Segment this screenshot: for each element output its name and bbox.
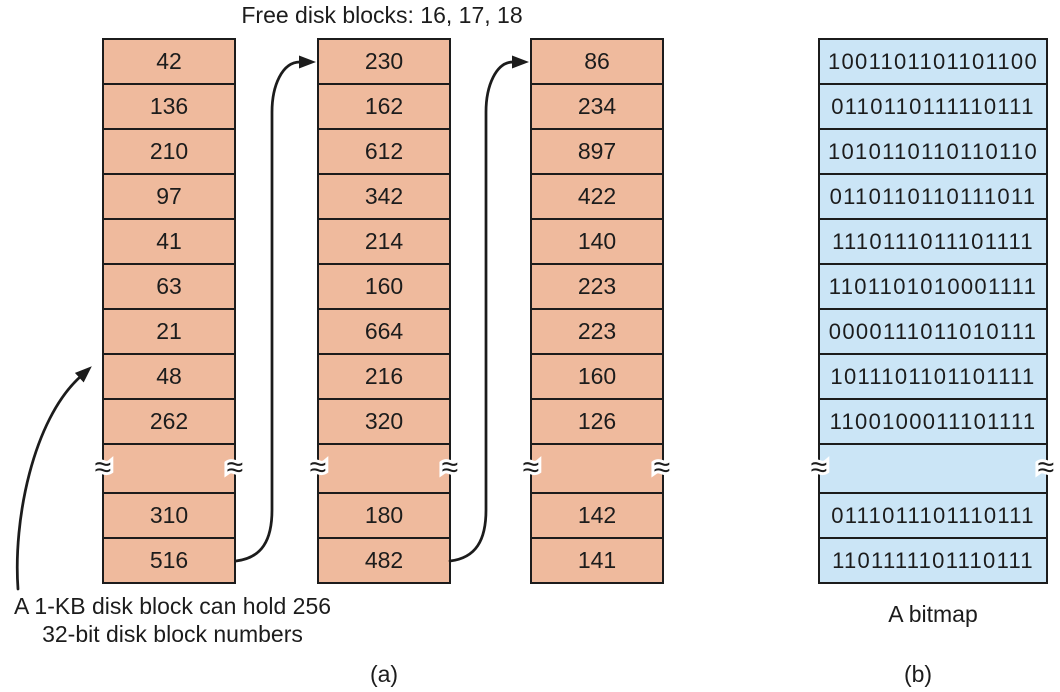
block-entry: 422: [532, 175, 662, 220]
block-entry: 310: [104, 494, 234, 539]
block-entry: 48: [104, 355, 234, 400]
linked-list-block-3: 86 234 897 422 140 223 223 160 126 142 1…: [530, 38, 664, 584]
block-entry: 223: [532, 310, 662, 355]
caption-line-1: A 1-KB disk block can hold 256: [13, 593, 332, 619]
block-entry: 142: [532, 494, 662, 539]
block-entry: 214: [319, 220, 449, 265]
linked-list-caption: A 1-KB disk block can hold 256 32-bit di…: [0, 592, 345, 648]
figure-title: Free disk blocks: 16, 17, 18: [241, 2, 523, 28]
linked-list-block-2: 230 162 612 342 214 160 664 216 320 180 …: [317, 38, 451, 584]
block-entry: 21: [104, 310, 234, 355]
block-entry: 210: [104, 130, 234, 175]
block-entry: 223: [532, 265, 662, 310]
break-cell: [319, 445, 449, 494]
block-entry: 97: [104, 175, 234, 220]
block-entry: 86: [532, 40, 662, 85]
bitmap-row: 0000111011010111: [820, 310, 1046, 355]
block-entry: 482: [364, 547, 404, 573]
block-entry: 160: [319, 265, 449, 310]
bitmap-row: 1010110110110110: [820, 130, 1046, 175]
block-entry: 162: [319, 85, 449, 130]
bitmap-caption: A bitmap: [888, 601, 978, 627]
bitmap-row: 1101101010001111: [820, 265, 1046, 310]
block-entry: 63: [104, 265, 234, 310]
block-entry: 342: [319, 175, 449, 220]
block-entry: 612: [319, 130, 449, 175]
block-entry: 320: [319, 400, 449, 445]
bitmap-row: 1101111101110111: [832, 547, 1034, 573]
block-entry: 136: [104, 85, 234, 130]
block-entry: 140: [532, 220, 662, 265]
block-entry: 234: [532, 85, 662, 130]
bitmap-row: 1100100011101111: [820, 400, 1046, 445]
pointer-arrow-to-entry: [15, 366, 92, 591]
block-entry: 141: [577, 547, 617, 573]
block-entry: 516: [149, 547, 189, 573]
break-cell: [104, 445, 234, 494]
block-entry: 897: [532, 130, 662, 175]
block-entry: 160: [532, 355, 662, 400]
bitmap-row: 1011101101101111: [820, 355, 1046, 400]
block-entry: 230: [319, 40, 449, 85]
caption-line-2: 32-bit disk block numbers: [42, 621, 303, 647]
bitmap-block: 1001101101101100 0110110111110111 101011…: [818, 38, 1048, 584]
panel-label-b: (b): [903, 661, 933, 687]
block-entry: 262: [104, 400, 234, 445]
break-cell: [532, 445, 662, 494]
panel-label-a: (a): [369, 661, 399, 687]
block-entry: 42: [104, 40, 234, 85]
bitmap-row: 0110110110111011: [820, 175, 1046, 220]
bitmap-row: 1110111011101111: [820, 220, 1046, 265]
next-block-arrow-1: [234, 55, 316, 563]
linked-list-block-1: 42 136 210 97 41 63 21 48 262 310 516: [102, 38, 236, 584]
block-entry: 41: [104, 220, 234, 265]
next-block-arrow-2: [448, 55, 529, 563]
block-entry: 664: [319, 310, 449, 355]
bitmap-row: 0110110111110111: [820, 85, 1046, 130]
bitmap-row: 1001101101101100: [820, 40, 1046, 85]
block-entry: 180: [319, 494, 449, 539]
break-cell: [820, 445, 1046, 494]
bitmap-row: 0111011101110111: [820, 494, 1046, 539]
block-entry: 216: [319, 355, 449, 400]
block-entry: 126: [532, 400, 662, 445]
